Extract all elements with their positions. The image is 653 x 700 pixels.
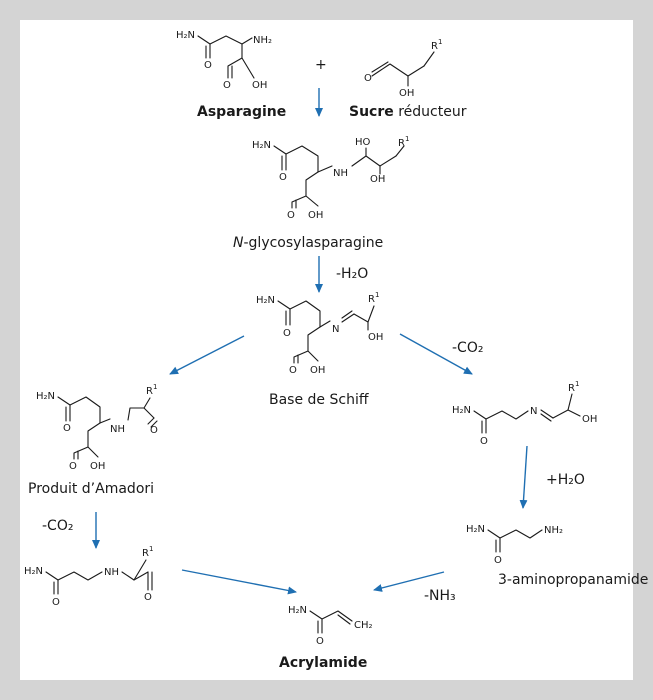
atom-o: O [223, 80, 231, 91]
atom-h2n: H₂N [176, 30, 195, 41]
atom-oh: OH [310, 365, 325, 376]
arrow-hydrolysis [519, 445, 528, 509]
plus-sign: + [315, 57, 327, 73]
atom-oh: OH [308, 210, 323, 221]
reagent-minus-co2-left: -CO₂ [42, 518, 73, 534]
atom-o: O [283, 328, 291, 339]
atom-h2n: H₂N [36, 391, 55, 402]
atom-h2n: H₂N [288, 605, 307, 616]
atom-o: O [364, 73, 372, 84]
atom-h2n: H₂N [466, 524, 485, 535]
atom-nh2: NH₂ [544, 525, 563, 536]
atom-o: O [279, 172, 287, 183]
atom-n: N [332, 324, 339, 335]
atom-r1: R1 [142, 545, 153, 559]
reagent-minus-h2o: -H₂O [336, 266, 368, 282]
label-n-glycosylasparagine: N-glycosylasparagine [233, 235, 383, 251]
atom-o: O [150, 425, 158, 436]
atom-nh: NH [333, 168, 348, 179]
label-base-de-schiff: Base de Schiff [269, 392, 369, 408]
reagent-plus-h2o: +H₂O [546, 472, 585, 488]
atom-o: O [52, 597, 60, 608]
label-sucre-reducteur: Sucre réducteur [349, 104, 467, 120]
sucre-structure: O OH R1 [364, 38, 442, 99]
atom-r1: R1 [398, 135, 409, 149]
atom-h2n: H₂N [256, 295, 275, 306]
atom-oh: OH [370, 174, 385, 185]
decarboxylated-schiff-structure: H₂N O N R1 OH [452, 380, 597, 447]
atom-oh: OH [582, 414, 597, 425]
arrow-amadori-to-acrylamide [181, 569, 297, 595]
produit-amadori-structure: H₂N O NH R1 O O OH [36, 383, 158, 472]
content-panel [20, 20, 633, 680]
atom-r1: R1 [146, 383, 157, 397]
reagent-minus-nh3: -NH₃ [424, 588, 456, 604]
atom-r1: R1 [568, 380, 579, 394]
atom-o: O [69, 461, 77, 472]
atom-o: O [144, 592, 152, 603]
label-asparagine: Asparagine [197, 104, 286, 120]
atom-o: O [316, 636, 324, 647]
reagent-minus-co2-right: -CO₂ [452, 340, 483, 356]
atom-oh: OH [252, 80, 267, 91]
atom-h2n: H₂N [252, 140, 271, 151]
atom-r1: R1 [431, 38, 442, 52]
atom-o: O [494, 555, 502, 566]
atom-oh: OH [399, 88, 414, 99]
atom-r1: R1 [368, 291, 379, 305]
atom-o: O [289, 365, 297, 376]
atom-o: O [287, 210, 295, 221]
atom-ho: HO [355, 137, 371, 148]
arrow-to-amadori [169, 335, 245, 375]
atom-nh2: NH₂ [253, 35, 272, 46]
arrow-decarboxylation [399, 333, 473, 375]
atom-h2n: H₂N [452, 405, 471, 416]
atom-o: O [480, 436, 488, 447]
atom-h2n: H₂N [24, 566, 43, 577]
n-glycosylasparagine-structure: H₂N O NH HO R1 OH O OH [252, 135, 409, 221]
atom-nh: NH [110, 424, 125, 435]
arrow-aminopropanamide-to-acrylamide [373, 571, 445, 592]
atom-o: O [63, 423, 71, 434]
atom-oh: OH [90, 461, 105, 472]
atom-nh: NH [104, 567, 119, 578]
label-aminopropanamide: 3-aminopropanamide [498, 572, 648, 588]
acrylamide-structure: H₂N O CH₂ [288, 605, 373, 647]
decarboxylated-amadori-structure: H₂N O NH R1 O [24, 545, 153, 608]
atom-n: N [530, 406, 537, 417]
atom-o: O [204, 60, 212, 71]
aminopropanamide-structure: H₂N O NH₂ [466, 524, 563, 566]
asparagine-structure: H₂N O NH₂ O OH [176, 30, 272, 91]
atom-oh: OH [368, 332, 383, 343]
base-de-schiff-structure: H₂N O N R1 OH O OH [256, 291, 383, 376]
atom-ch2: CH₂ [354, 620, 373, 631]
label-acrylamide: Acrylamide [279, 655, 367, 671]
label-produit-amadori: Produit d’Amadori [28, 481, 154, 497]
